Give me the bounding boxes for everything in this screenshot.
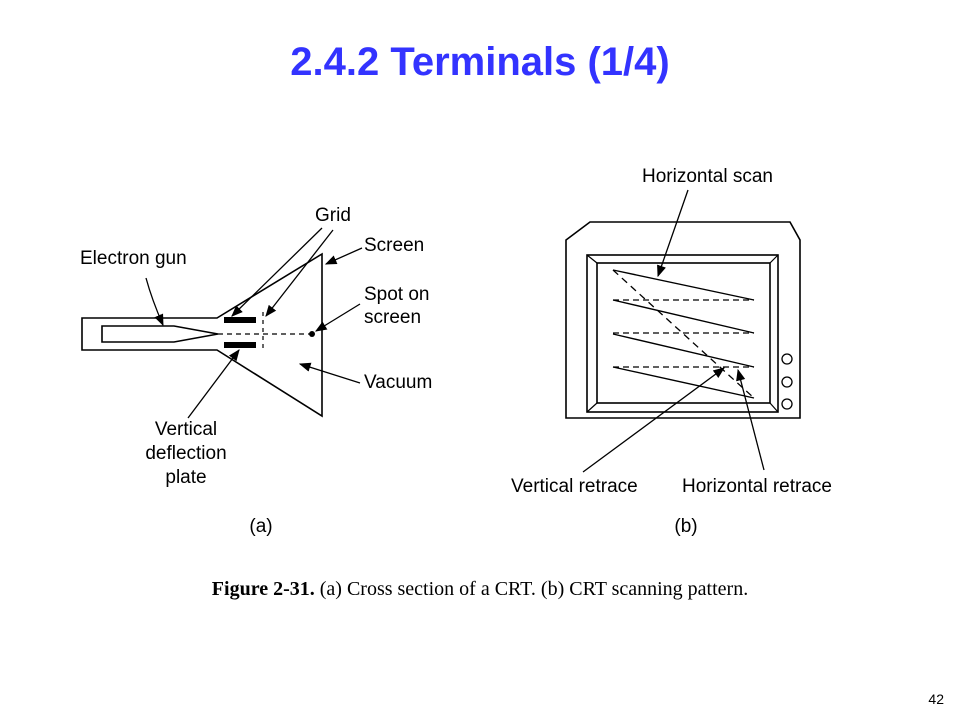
grid-arrow-2 [265, 229, 334, 317]
label-vacuum: Vacuum [364, 372, 432, 393]
screen-inner [596, 262, 771, 404]
label-grid: Grid [315, 205, 351, 226]
label-vdp-3: plate [165, 467, 206, 488]
caption-figure-number: Figure 2-31. [211, 578, 315, 600]
horizontal-retrace-arrow [736, 368, 765, 471]
horizontal-scan-arrow [657, 189, 689, 278]
horizontal-retrace-lines [613, 299, 754, 368]
label-horizontal-retrace: Horizontal retrace [682, 476, 832, 497]
crt-cross-section [81, 227, 363, 419]
vacuum-arrow [298, 362, 361, 384]
panel-label-b: (b) [674, 516, 697, 537]
label-vdp-1: Vertical [155, 419, 217, 440]
label-spot-2: screen [364, 307, 421, 328]
knob-1 [781, 353, 793, 365]
label-horizontal-scan: Horizontal scan [642, 166, 773, 187]
label-screen: Screen [364, 235, 424, 256]
vertical-retrace-arrow [582, 367, 725, 473]
panel-label-a: (a) [249, 516, 272, 537]
crt-labels: Electron gun Grid Screen Spot on screen … [80, 205, 432, 537]
slide-title: 2.4.2 Terminals (1/4) [290, 40, 670, 84]
figure-caption: Figure 2-31. (a) Cross section of a CRT.… [0, 578, 960, 601]
electron-gun-body [101, 325, 219, 343]
electron-gun-arrow [145, 277, 164, 327]
crt-tube-outline [81, 252, 323, 418]
deflection-plate-top [224, 317, 256, 323]
spot-dot [309, 331, 315, 337]
caption-text: (a) Cross section of a CRT. (b) CRT scan… [319, 578, 749, 600]
label-vertical-retrace: Vertical retrace [511, 476, 638, 497]
label-vdp-2: deflection [145, 443, 226, 464]
horizontal-scan-lines [612, 269, 755, 399]
label-spot-1: Spot on [364, 284, 430, 305]
vertical-retrace-line [612, 269, 755, 399]
label-electron-gun: Electron gun [80, 248, 187, 269]
crt-scanning-pattern [565, 189, 801, 473]
knob-2 [781, 376, 793, 388]
monitor-casing [565, 221, 801, 419]
vdp-arrow [187, 349, 240, 419]
page-number: 42 [928, 691, 944, 707]
screen-outer [586, 254, 779, 413]
screen-arrow [324, 247, 363, 265]
deflection-plate-bottom [224, 342, 256, 348]
spot-arrow [315, 303, 361, 332]
grid-arrow-1 [231, 227, 323, 317]
scan-labels: Horizontal scan Vertical retrace Horizon… [511, 166, 832, 537]
knob-3 [781, 398, 793, 410]
